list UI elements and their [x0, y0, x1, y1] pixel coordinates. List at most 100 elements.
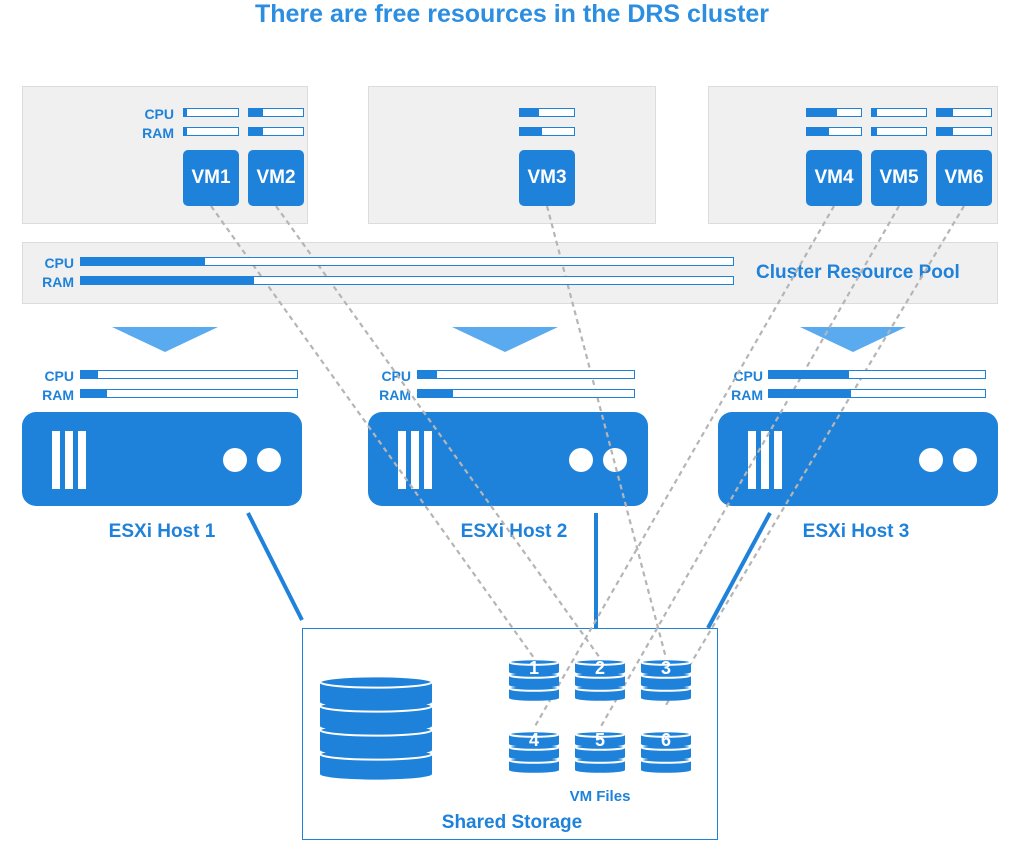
vm6-cpu-bar: [936, 108, 992, 117]
pool-cpu-bar-fill: [81, 258, 205, 265]
host2-cpu-bar-fill: [418, 371, 438, 378]
host1-vent-icon: [52, 431, 60, 489]
shared-storage-label: Shared Storage: [441, 812, 583, 833]
host2-ram-label: RAM: [379, 387, 411, 403]
cluster-resource-pool: [22, 242, 998, 304]
storage-database-icon: [319, 675, 433, 780]
host2-ram-bar-fill: [418, 390, 453, 397]
vm2-file-link: [275, 205, 601, 659]
vm1-cpu-bar: [183, 108, 239, 117]
host3-vent-icon: [748, 431, 756, 489]
vm1-ram-bar-fill: [184, 128, 187, 135]
host3-cpu-bar: [768, 370, 986, 379]
host2-ram-bar: [417, 389, 635, 398]
pool-cpu-label: CPU: [44, 255, 74, 271]
vm4-ram-bar-fill: [807, 128, 829, 135]
vm6-ram-bar: [936, 127, 992, 136]
vm3-ram-bar-fill: [520, 128, 542, 135]
vm6-ram-bar-fill: [937, 128, 954, 135]
vm-ram-label: RAM: [142, 125, 174, 141]
host1-cpu-label: CPU: [44, 368, 74, 384]
arrow-down-icon: [112, 327, 218, 352]
vm3-cpu-bar: [519, 108, 575, 117]
host3-ram-bar: [768, 389, 986, 398]
host1-cpu-bar: [80, 370, 298, 379]
host2-cpu-label: CPU: [381, 368, 411, 384]
vm-2: VM2: [248, 150, 304, 206]
vm-files-label: VM Files: [569, 788, 631, 805]
vm-file-4-number: 4: [529, 730, 539, 750]
host2-vent-icon: [411, 431, 419, 489]
host3-led-icon: [919, 448, 943, 472]
host3-vent-icon: [761, 431, 769, 489]
vm-file-3-number: 3: [661, 658, 671, 678]
vm-file-5-icon: [574, 730, 626, 773]
host3-cpu-bar-fill: [769, 371, 849, 378]
host2-cpu-bar: [417, 370, 635, 379]
vm1-cpu-bar-fill: [184, 109, 187, 116]
host2-name: ESXi Host 2: [460, 521, 568, 542]
host3-ram-label: RAM: [731, 387, 763, 403]
vm4-file-link: [533, 205, 835, 729]
vm1-ram-bar: [183, 127, 239, 136]
host1-cpu-bar-fill: [81, 371, 99, 378]
pool-ram-bar-fill: [81, 277, 254, 284]
host1-vent-icon: [65, 431, 73, 489]
vm2-ram-bar-fill: [249, 128, 263, 135]
host1-vent-icon: [78, 431, 86, 489]
vm-file-5-number: 5: [595, 730, 605, 750]
host3-vent-icon: [774, 431, 782, 489]
host1-ram-bar-fill: [81, 390, 107, 397]
vm-file-3-icon: [640, 658, 692, 701]
vm4-ram-bar: [806, 127, 862, 136]
vm-file-2-icon: [574, 658, 626, 701]
host2-vent-icon: [424, 431, 432, 489]
vm-file-4-icon: [508, 730, 560, 773]
vm-file-6-number: 6: [661, 730, 671, 750]
vm5-cpu-bar-fill: [872, 109, 878, 116]
host2-led-icon: [569, 448, 593, 472]
host1-ram-label: RAM: [42, 387, 74, 403]
vm3-file-link: [545, 205, 668, 659]
host3-name: ESXi Host 3: [802, 521, 910, 542]
host3-cpu-label: CPU: [733, 368, 763, 384]
vm1-file-link: [210, 205, 535, 659]
host1-ram-bar: [80, 389, 298, 398]
vm-1: VM1: [183, 150, 239, 206]
host1-name: ESXi Host 1: [108, 521, 216, 542]
vm6-file-link: [665, 205, 965, 706]
host3-led-icon: [953, 448, 977, 472]
vm4-cpu-bar-fill: [807, 109, 837, 116]
vm6-cpu-bar-fill: [937, 109, 954, 116]
pool-ram-bar: [80, 276, 734, 285]
vm-file-1-icon: [508, 658, 560, 701]
pool-ram-label: RAM: [42, 274, 74, 290]
page-title: There are free resources in the DRS clus…: [254, 0, 770, 28]
vm4-cpu-bar: [806, 108, 862, 117]
vm2-cpu-bar-fill: [249, 109, 263, 116]
arrow-down-icon: [452, 327, 558, 352]
vm2-cpu-bar: [248, 108, 304, 117]
vm-file-6-icon: [640, 730, 692, 773]
vm-4: VM4: [806, 150, 862, 206]
vm-file-2-number: 2: [595, 658, 605, 678]
vm-3: VM3: [519, 150, 575, 206]
vm2-ram-bar: [248, 127, 304, 136]
pool-cpu-bar: [80, 257, 734, 266]
vm5-ram-bar-fill: [872, 128, 878, 135]
host1-storage-link: [246, 512, 304, 621]
vm5-file-link: [599, 205, 900, 729]
vm3-ram-bar: [519, 127, 575, 136]
vm-6: VM6: [936, 150, 992, 206]
vm5-ram-bar: [871, 127, 927, 136]
vm3-cpu-bar-fill: [520, 109, 539, 116]
vm-panel-host2: [368, 86, 656, 224]
host2-vent-icon: [398, 431, 406, 489]
pool-label: Cluster Resource Pool: [756, 262, 960, 283]
host1-led-icon: [257, 448, 281, 472]
host3-ram-bar-fill: [769, 390, 852, 397]
host3-storage-link: [706, 512, 772, 629]
vm-file-1-number: 1: [529, 658, 539, 678]
vm5-cpu-bar: [871, 108, 927, 117]
